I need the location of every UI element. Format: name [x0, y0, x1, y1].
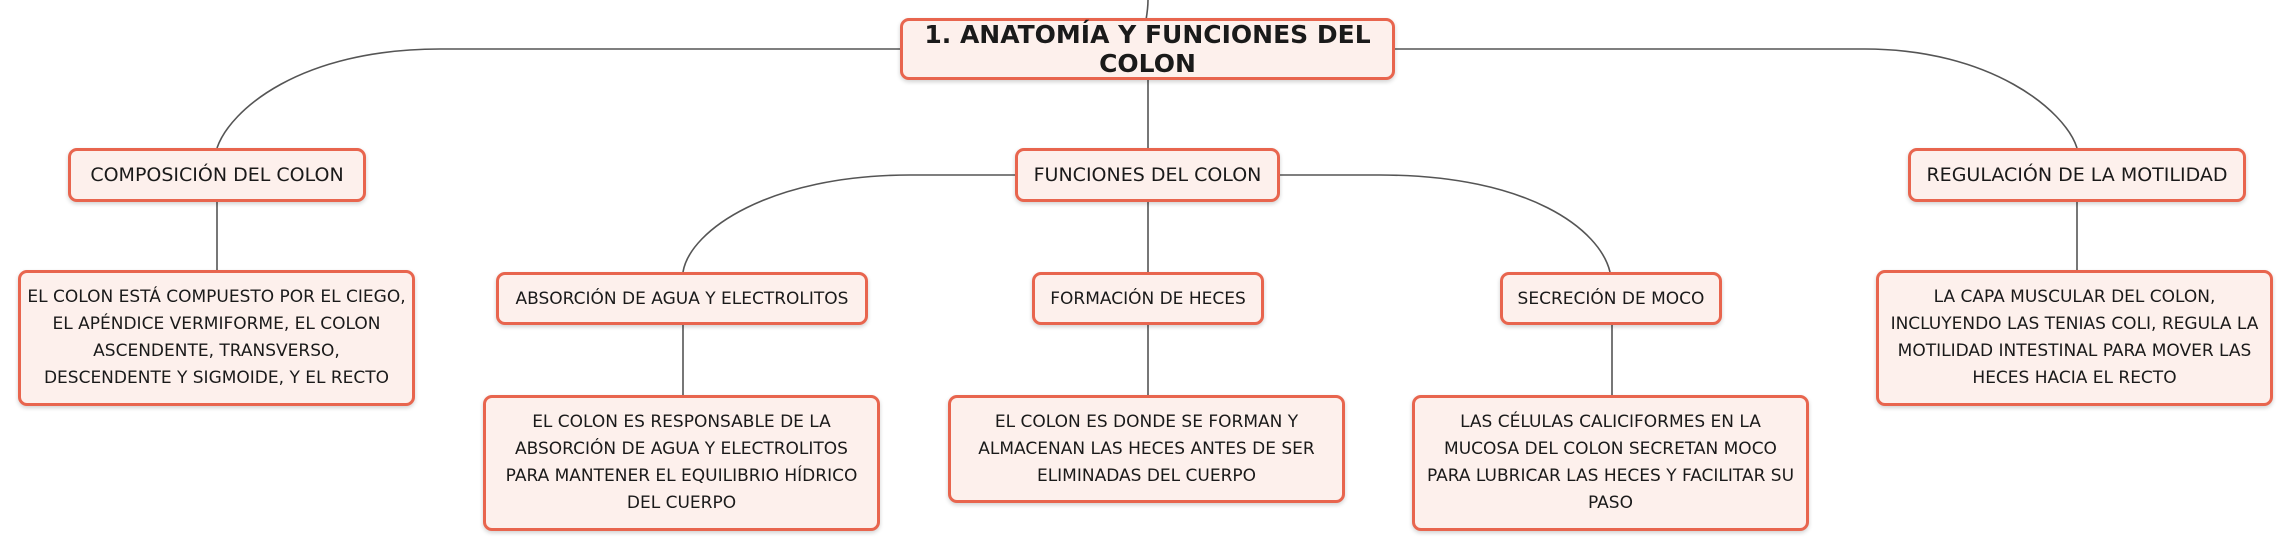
connector-funciones-absorcion [682, 174, 1015, 273]
node-secrecion-title: SECRECIÓN DE MOCO [1517, 288, 1705, 309]
desc-formacion[interactable]: EL COLON ES DONDE SE FORMAN Y ALMACENAN … [948, 395, 1345, 503]
node-funciones[interactable]: FUNCIONES DEL COLON [1015, 148, 1280, 202]
desc-secrecion-text: LAS CÉLULAS CALICIFORMES EN LA MUCOSA DE… [1426, 412, 1795, 513]
node-formacion-title: FORMACIÓN DE HECES [1050, 288, 1246, 309]
connector-funciones-secrecion [1280, 174, 1611, 273]
connector-root-composicion [216, 48, 900, 149]
desc-regulacion[interactable]: LA CAPA MUSCULAR DEL COLON, INCLUYENDO L… [1876, 270, 2273, 406]
desc-composicion[interactable]: EL COLON ESTÁ COMPUESTO POR EL CIEGO, EL… [18, 270, 415, 406]
desc-absorcion-text: EL COLON ES RESPONSABLE DE LA ABSORCIÓN … [505, 412, 858, 513]
desc-absorcion[interactable]: EL COLON ES RESPONSABLE DE LA ABSORCIÓN … [483, 395, 880, 531]
desc-secrecion[interactable]: LAS CÉLULAS CALICIFORMES EN LA MUCOSA DE… [1412, 395, 1809, 531]
root-title: 1. ANATOMÍA Y FUNCIONES DEL COLON [924, 20, 1371, 78]
node-formacion[interactable]: FORMACIÓN DE HECES [1032, 272, 1264, 325]
node-funciones-title: FUNCIONES DEL COLON [1033, 164, 1262, 186]
root-node[interactable]: 1. ANATOMÍA Y FUNCIONES DEL COLON [900, 18, 1395, 80]
node-regulacion-title: REGULACIÓN DE LA MOTILIDAD [1926, 164, 2228, 186]
desc-composicion-text: EL COLON ESTÁ COMPUESTO POR EL CIEGO, EL… [27, 287, 406, 388]
desc-formacion-text: EL COLON ES DONDE SE FORMAN Y ALMACENAN … [978, 411, 1315, 486]
node-regulacion[interactable]: REGULACIÓN DE LA MOTILIDAD [1908, 148, 2246, 202]
node-composicion[interactable]: COMPOSICIÓN DEL COLON [68, 148, 366, 202]
connector-root-top [1145, 0, 1149, 21]
node-composicion-title: COMPOSICIÓN DEL COLON [90, 164, 344, 186]
node-absorcion[interactable]: ABSORCIÓN DE AGUA Y ELECTROLITOS [496, 272, 868, 325]
connector-root-regulacion [1395, 48, 2078, 149]
node-absorcion-title: ABSORCIÓN DE AGUA Y ELECTROLITOS [515, 288, 849, 309]
node-secrecion[interactable]: SECRECIÓN DE MOCO [1500, 272, 1722, 325]
desc-regulacion-text: LA CAPA MUSCULAR DEL COLON, INCLUYENDO L… [1890, 287, 2259, 388]
